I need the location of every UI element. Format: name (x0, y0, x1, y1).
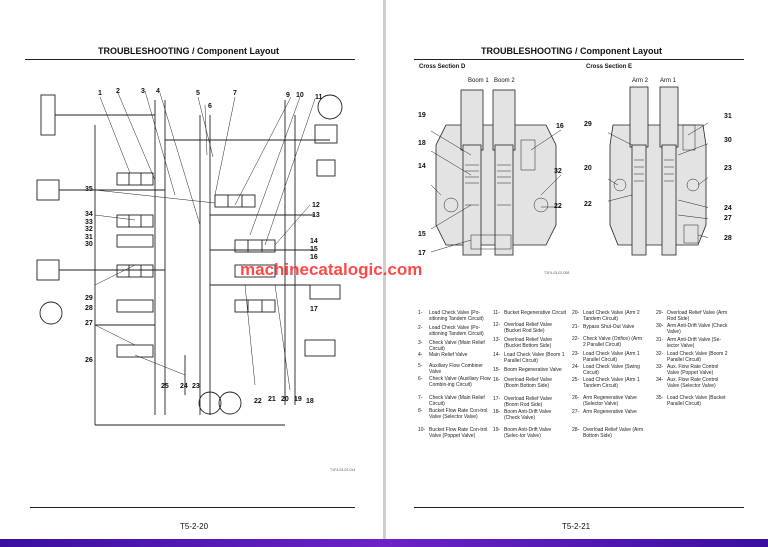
sec-d-callout-17: 17 (418, 250, 426, 257)
cross-section-e-drawing (608, 86, 708, 256)
header-rule (25, 59, 355, 60)
callout-11: 11 (315, 94, 323, 101)
sec-d-callout-22: 22 (554, 203, 562, 210)
callout-3: 3 (141, 88, 145, 95)
callout-9: 9 (286, 92, 290, 99)
sec-e-callout-24: 24 (724, 205, 732, 212)
sec-e-callout-20: 20 (584, 165, 592, 172)
figure-code: T1F4-03-02-014 (330, 468, 356, 472)
section-e-title: Cross Section E (586, 64, 633, 70)
callout-7: 7 (233, 90, 237, 97)
figure-code: T1F4-03-02-008 (544, 271, 570, 275)
callout-19: 19 (294, 396, 302, 403)
right-page-number: T5-2-21 (562, 522, 591, 531)
callout-21: 21 (268, 396, 276, 403)
sec-e-callout-28: 28 (724, 235, 732, 242)
callout-32: 32 (85, 226, 93, 233)
callout-22: 22 (254, 398, 262, 405)
boom2-label: Boom 2 (494, 78, 515, 84)
sec-e-callout-30: 30 (724, 137, 732, 144)
callout-29: 29 (85, 295, 93, 302)
sec-e-callout-31: 31 (724, 113, 732, 120)
callout-33: 33 (85, 219, 93, 226)
arm1-label: Arm 1 (660, 78, 677, 84)
book-spine (383, 0, 386, 547)
sec-e-callout-23: 23 (724, 165, 732, 172)
section-d-title: Cross Section D (419, 64, 466, 70)
callout-1: 1 (98, 90, 102, 97)
sec-e-callout-22: 22 (584, 201, 592, 208)
cross-section-d-drawing (431, 89, 561, 256)
callout-15: 15 (310, 246, 318, 253)
callout-27: 27 (85, 320, 93, 327)
sec-e-callout-27: 27 (724, 215, 732, 222)
left-page-title: TROUBLESHOOTING / Component Layout (98, 46, 279, 56)
callout-16: 16 (310, 254, 318, 261)
sec-d-callout-15: 15 (418, 231, 426, 238)
callout-12: 12 (312, 202, 320, 209)
callout-2: 2 (116, 88, 120, 95)
left-page-number: T5-2-20 (180, 522, 209, 531)
callout-25: 25 (161, 383, 169, 390)
callout-14: 14 (310, 238, 318, 245)
watermark-text: machinecatalogic.com (240, 260, 423, 279)
callout-24: 24 (180, 383, 188, 390)
hydraulic-circuit-diagram (36, 90, 343, 426)
sec-e-callout-29: 29 (584, 121, 592, 128)
callout-13: 13 (312, 212, 320, 219)
footer-rule (30, 507, 355, 508)
arm2-label: Arm 2 (632, 78, 649, 84)
callout-4: 4 (156, 88, 160, 95)
right-page-title: TROUBLESHOOTING / Component Layout (481, 46, 662, 56)
callout-34: 34 (85, 211, 93, 218)
callout-5: 5 (196, 90, 200, 97)
right-page: TROUBLESHOOTING / Component Layout Cross… (386, 0, 768, 547)
callout-20: 20 (281, 396, 289, 403)
callout-17: 17 (310, 306, 318, 313)
bottom-accent-bar (0, 539, 768, 547)
callout-26: 26 (85, 357, 93, 364)
callout-28: 28 (85, 305, 93, 312)
sec-d-callout-18: 18 (418, 140, 426, 147)
sec-d-callout-19: 19 (418, 112, 426, 119)
sec-d-callout-14: 14 (418, 163, 426, 170)
callout-31: 31 (85, 234, 93, 241)
header-rule (414, 59, 744, 60)
callout-23: 23 (192, 383, 200, 390)
boom1-label: Boom 1 (468, 78, 489, 84)
callout-30: 30 (85, 241, 93, 248)
callout-35: 35 (85, 186, 93, 193)
left-page: TROUBLESHOOTING / Component Layout (0, 0, 383, 547)
callout-10: 10 (296, 92, 304, 99)
callout-18: 18 (306, 398, 314, 405)
sec-d-callout-16: 16 (556, 123, 564, 130)
sec-d-callout-32: 32 (554, 168, 562, 175)
footer-rule (414, 507, 744, 508)
callout-6: 6 (208, 103, 212, 110)
